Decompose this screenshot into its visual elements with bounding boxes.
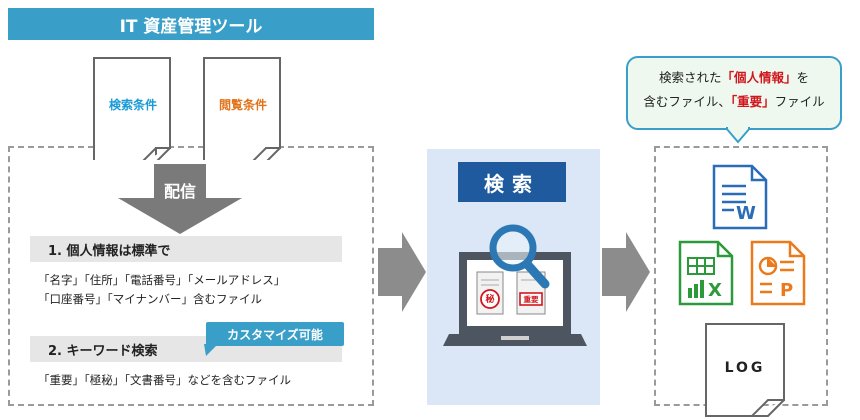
- badge-pointer: [204, 344, 218, 356]
- search-condition-label: 検索条件: [108, 98, 157, 112]
- item-line: 「口座番号」「マイナンバー」含むファイル: [38, 292, 263, 306]
- bubble-line-1: 検索された「個人情報」を: [658, 70, 810, 85]
- search-condition-doc-icon: [93, 57, 171, 160]
- view-condition-doc-icon: [203, 57, 281, 160]
- word-file-icon: [712, 164, 768, 230]
- condition-documents: [93, 57, 281, 160]
- item-line: 「名字」「住所」「電話番号」「メールアドレス」: [38, 273, 286, 287]
- secret-doc-icon: [476, 271, 504, 315]
- important-stamp-text: 重要: [523, 295, 539, 304]
- view-condition-label: 閲覧条件: [218, 98, 267, 112]
- powerpoint-file-icon: [750, 240, 806, 306]
- excel-file-letter: X: [708, 280, 722, 301]
- item-heading-personal-info: 1. 個人情報は標準で: [30, 236, 342, 262]
- search-title: 検索: [458, 162, 566, 202]
- log-file-icon: [705, 323, 785, 417]
- laptop-search-illustration: [443, 224, 587, 346]
- powerpoint-file-letter: P: [780, 280, 794, 301]
- bubble-tail: [726, 126, 750, 144]
- bubble-line-2: 含むファイル、「重要」ファイル: [643, 94, 825, 109]
- word-file-letter: W: [736, 203, 756, 224]
- secret-stamp-text: 秘: [485, 295, 495, 305]
- flow-arrow-1: [378, 232, 426, 312]
- excel-file-icon: [678, 240, 734, 306]
- tool-title: IT 資産管理ツール: [8, 8, 374, 40]
- left-panel: [8, 146, 374, 406]
- result-bubble: 検索された「個人情報」を 含むファイル、「重要」ファイル: [626, 56, 842, 130]
- customizable-badge: カスタマイズ可能: [206, 322, 344, 346]
- log-file-label: LOG: [724, 360, 766, 376]
- magnifier-icon: [489, 224, 550, 289]
- distribute-arrow: [118, 164, 242, 234]
- flow-arrow-2: [602, 232, 650, 312]
- distribute-label: 配信: [163, 182, 196, 201]
- item-line: 「重要」「極秘」「文書番号」などを含むファイル: [38, 373, 291, 387]
